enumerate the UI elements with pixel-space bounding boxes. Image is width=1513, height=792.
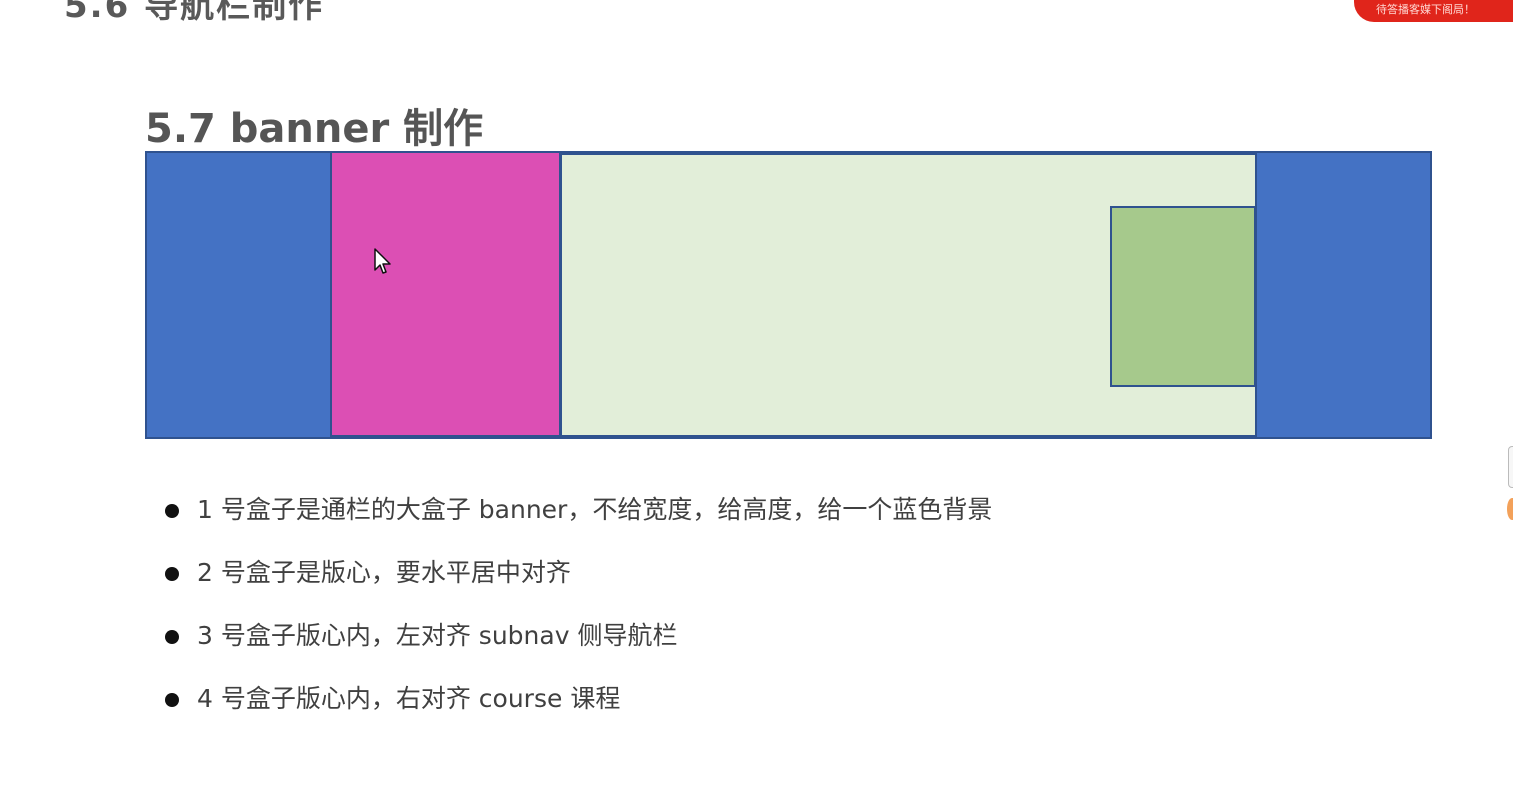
side-orange-accent-icon [1507, 498, 1513, 520]
bullet-text: 2 号盒子是版心，要水平居中对齐 [197, 558, 571, 587]
course-box [1110, 206, 1256, 387]
bullet-list: 1 号盒子是通栏的大盒子 banner，不给宽度，给高度，给一个蓝色背景 2 号… [163, 490, 992, 742]
top-badge[interactable]: 待答播客媒下阁局！ [1354, 0, 1513, 22]
bullet-item: 2 号盒子是版心，要水平居中对齐 [163, 553, 992, 616]
banner-diagram [145, 151, 1432, 439]
bullet-item: 1 号盒子是通栏的大盒子 banner，不给宽度，给高度，给一个蓝色背景 [163, 490, 992, 553]
bullet-dot-icon [165, 630, 179, 644]
bullet-text: 3 号盒子版心内，左对齐 subnav 侧导航栏 [197, 621, 678, 650]
side-scroll-control[interactable] [1508, 446, 1513, 488]
bullet-dot-icon [165, 693, 179, 707]
bullet-text: 4 号盒子版心内，右对齐 course 课程 [197, 684, 621, 713]
bullet-item: 3 号盒子版心内，左对齐 subnav 侧导航栏 [163, 616, 992, 679]
section-title: 5.7 banner 制作 [145, 106, 484, 153]
bullet-dot-icon [165, 504, 179, 518]
top-cut-heading: 5.6 导航栏制作 [64, 0, 325, 26]
subnav-box [330, 153, 561, 437]
mouse-cursor-icon [374, 248, 391, 274]
bullet-text: 1 号盒子是通栏的大盒子 banner，不给宽度，给高度，给一个蓝色背景 [197, 495, 993, 524]
bullet-dot-icon [165, 567, 179, 581]
bullet-item: 4 号盒子版心内，右对齐 course 课程 [163, 679, 992, 742]
